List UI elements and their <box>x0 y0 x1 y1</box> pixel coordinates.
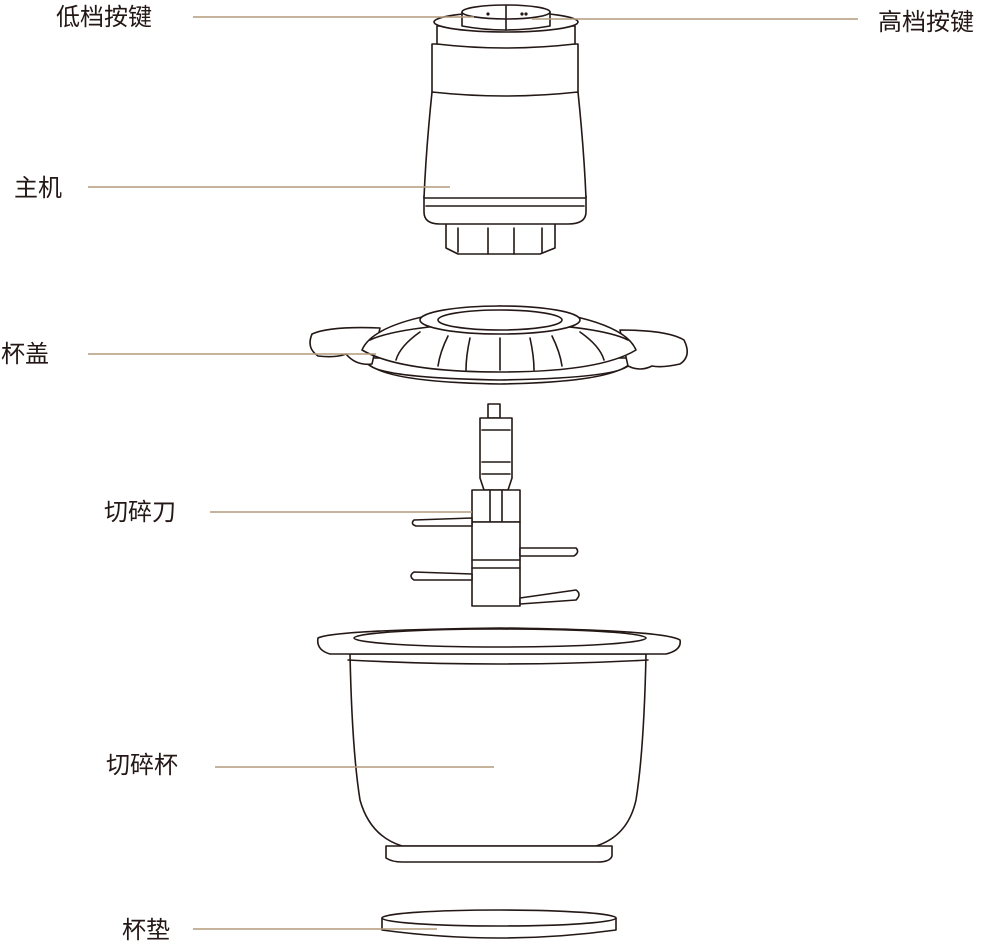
label-low-button: 低档按键 <box>56 3 152 31</box>
label-high-button: 高档按键 <box>878 8 974 36</box>
label-blade: 切碎刀 <box>104 498 176 526</box>
base-mat <box>381 909 617 939</box>
label-motor-unit: 主机 <box>14 174 62 202</box>
leader-lines <box>88 16 858 930</box>
label-bowl: 切碎杯 <box>106 751 178 779</box>
motor-unit <box>423 4 587 255</box>
label-lid: 杯盖 <box>1 340 49 368</box>
bowl <box>316 627 682 863</box>
label-base-mat: 杯垫 <box>122 916 170 944</box>
lid <box>309 305 688 385</box>
blade-assembly <box>410 403 580 607</box>
